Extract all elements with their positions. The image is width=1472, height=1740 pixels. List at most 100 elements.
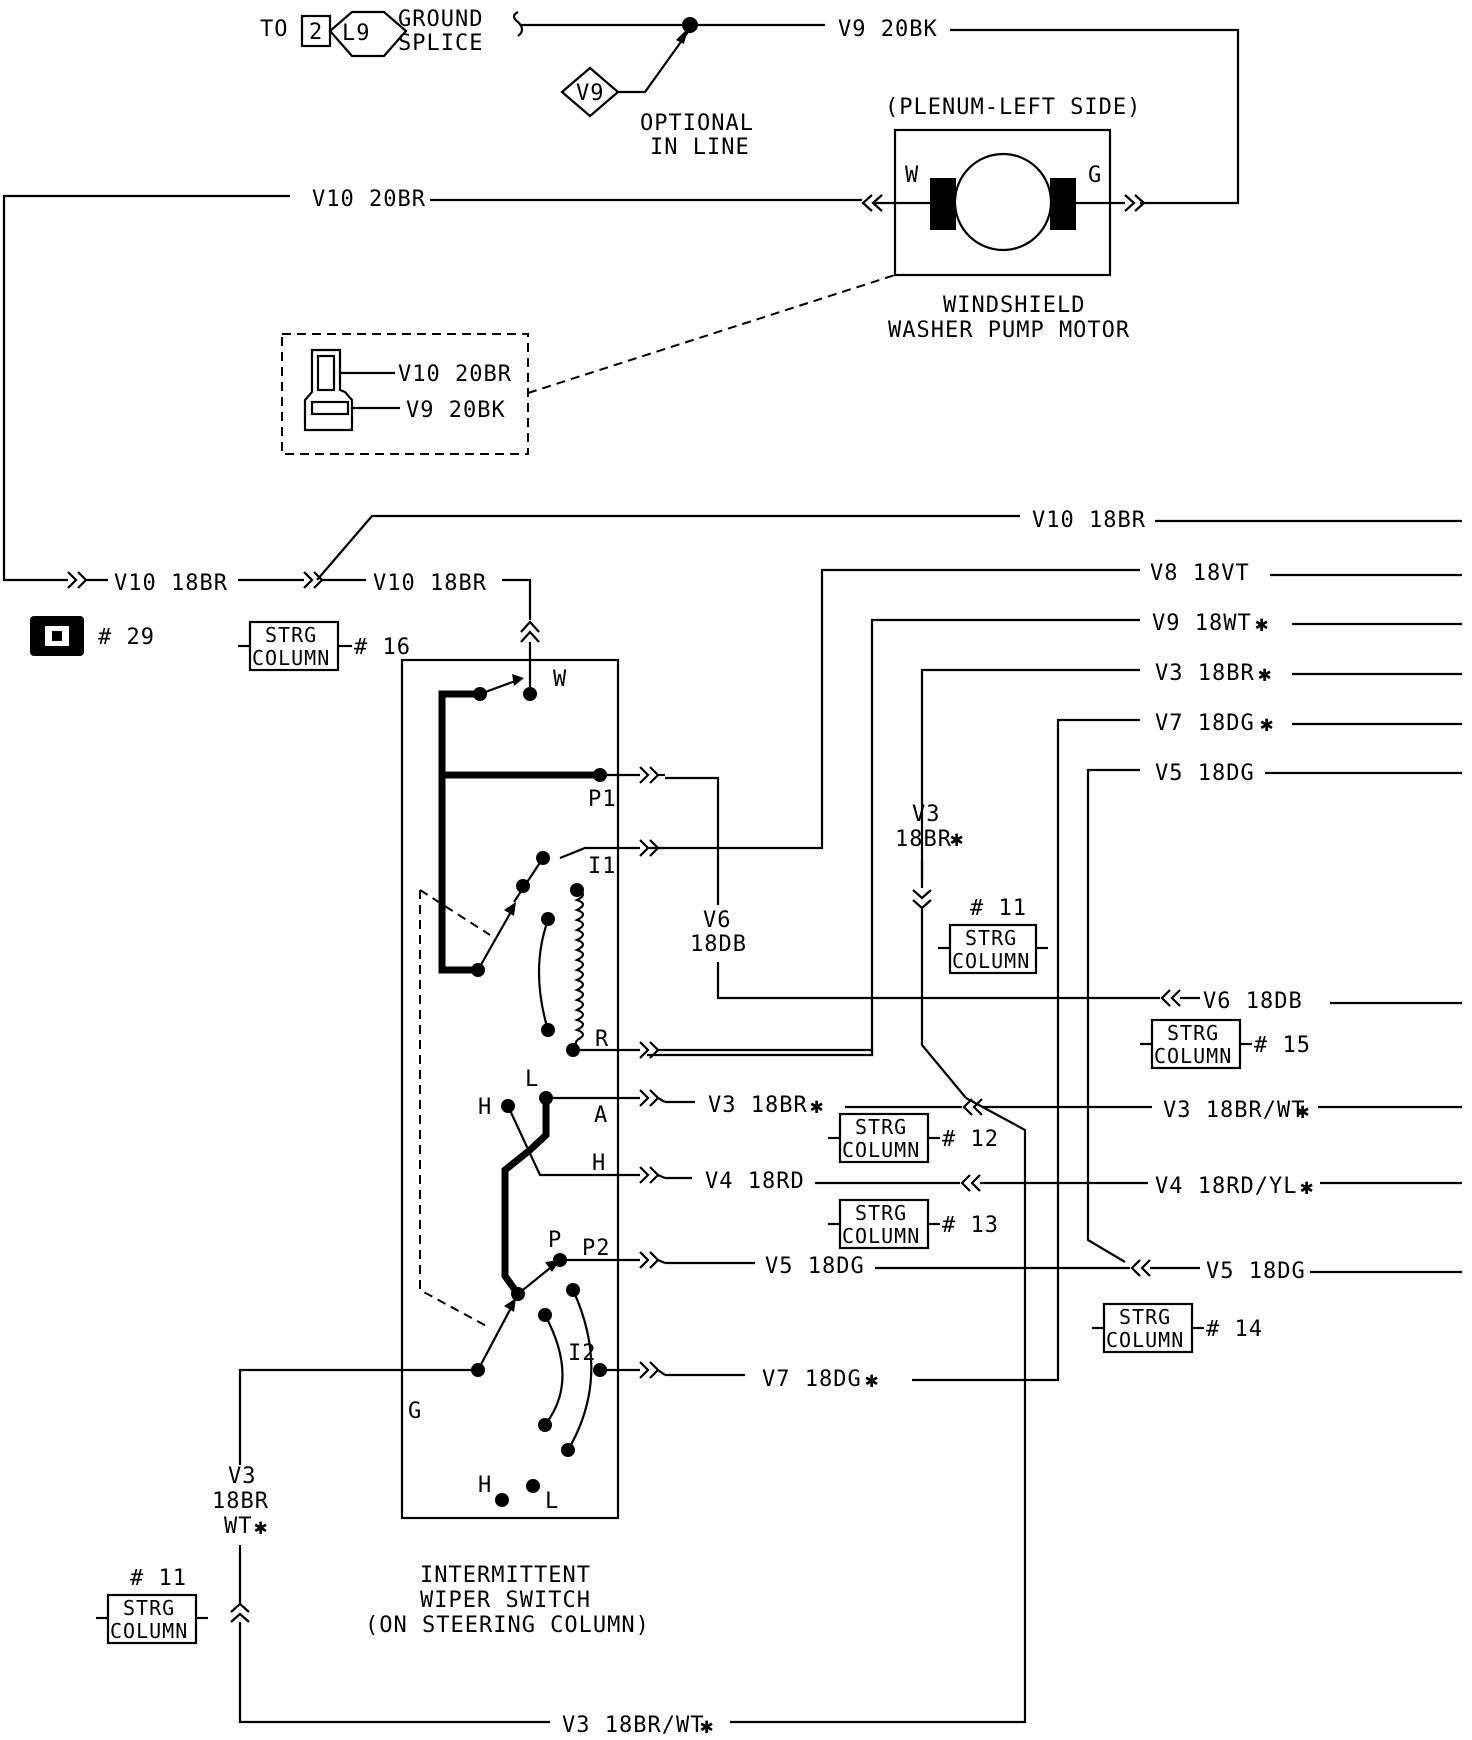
connector-v6 xyxy=(1160,989,1181,1007)
wire-label-v10-20br: V10 20BR xyxy=(312,187,426,212)
switch-name-2: WIPER SWITCH xyxy=(420,1588,591,1613)
motor-brush-right xyxy=(1050,178,1076,230)
wire-v7i2-asterisk: ✱ xyxy=(865,1368,879,1393)
terminal-l-top: L xyxy=(525,1067,539,1092)
terminal-i1: I1 xyxy=(588,854,617,879)
connector-v5 xyxy=(1130,1259,1151,1277)
v6-vertical-label-1: V6 xyxy=(703,908,732,933)
wire-v9-asterisk: ✱ xyxy=(1255,612,1269,637)
pump-location: (PLENUM-LEFT SIDE) xyxy=(885,95,1141,120)
strg-column-14: STRG COLUMN # 14 xyxy=(1092,1302,1263,1354)
ground-splice-id: L9 xyxy=(342,21,371,46)
optional-label-1: OPTIONAL xyxy=(640,111,754,136)
svg-text:STRG: STRG xyxy=(123,1596,175,1620)
svg-text:STRG: STRG xyxy=(265,623,317,647)
wire-v7-asterisk: ✱ xyxy=(1260,712,1274,737)
pump-connector-wire-2: V9 20BK xyxy=(406,398,506,423)
mechanical-link-top xyxy=(419,889,491,936)
wire-label-v10-18br-top: V10 18BR xyxy=(1032,508,1146,533)
wire-v7-18dg: V7 18DG ✱ xyxy=(665,1367,1060,1393)
connector-v4 xyxy=(960,1174,981,1192)
svg-text:STRG: STRG xyxy=(855,1115,907,1139)
svg-text:COLUMN: COLUMN xyxy=(842,1224,920,1248)
wire-label-v8-18vt: V8 18VT xyxy=(1150,561,1250,586)
v3-vertical-asterisk: ✱ xyxy=(950,827,964,852)
wire-v10-18br: V10 18BR V10 18BR V10 18BR xyxy=(67,508,1462,697)
pump-connector-outline xyxy=(281,333,529,455)
wire-v3a-asterisk: ✱ xyxy=(810,1094,824,1119)
wiper-switch-box xyxy=(400,658,620,1520)
wire-v5-18dg: V5 18DG V5 18DG xyxy=(665,1254,1462,1284)
wire-v3-18br-top: V3 18BR ✱ xyxy=(920,661,1462,880)
wire-label-v3-18br-wt-bottom: V3 18BR/WT xyxy=(562,1713,704,1738)
svg-text:COLUMN: COLUMN xyxy=(952,949,1030,973)
terminal-h-top: H xyxy=(478,1095,492,1120)
wire-label-v5-18dg-right: V5 18DG xyxy=(1206,1259,1306,1284)
strg-column-14-ref: # 14 xyxy=(1206,1317,1263,1342)
strg-column-11-bottom-ref: # 11 xyxy=(130,1566,187,1591)
connector-g-symbol xyxy=(1124,194,1146,212)
connector-v3-vertical xyxy=(912,889,932,910)
svg-text:COLUMN: COLUMN xyxy=(252,646,330,670)
pump-terminal-g: G xyxy=(1088,163,1102,188)
wire-label-v10-18br-mid: V10 18BR xyxy=(373,571,487,596)
optional-label-2: IN LINE xyxy=(650,135,750,160)
wire-label-v6-18db: V6 18DB xyxy=(1203,989,1303,1014)
wire-v3-vertical: V3 18BR ✱ xyxy=(895,802,967,1099)
pump-connector-pin-1 xyxy=(316,354,336,392)
contact-arc-i2 xyxy=(567,1289,593,1451)
optional-splice-id: V9 xyxy=(576,81,605,106)
strg-column-11-top: # 11 STRG COLUMN xyxy=(938,896,1048,975)
wire-v3wt-asterisk: ✱ xyxy=(1296,1099,1310,1124)
v3-left-asterisk: ✱ xyxy=(254,1515,268,1540)
wire-label-v5-18dg-top: V5 18DG xyxy=(1155,761,1255,786)
ground-circuit-number: 2 xyxy=(309,20,323,45)
contact-arc-lower xyxy=(544,1314,564,1426)
pump-name-1: WINDSHIELD xyxy=(943,293,1085,318)
wire-v4-18rd: V4 18RD V4 18RD/YL ✱ xyxy=(665,1169,1462,1200)
terminal-w: W xyxy=(553,667,567,692)
wire-v7-18dg-top: V7 18DG ✱ xyxy=(1056,711,1462,1375)
ground-splice: TO 2 L9 GROUND SPLICE xyxy=(260,7,524,58)
pump-connector: V10 20BR V9 20BK xyxy=(281,274,896,455)
connector-v10-mid xyxy=(303,571,324,589)
ground-label-1: GROUND xyxy=(398,7,483,32)
wire-v3-18br-a: V3 18BR ✱ V3 18BR/WT ✱ xyxy=(665,1093,1462,1124)
switch-lower-bus xyxy=(501,1098,550,1297)
connector-w-symbol xyxy=(861,194,883,212)
wire-label-v10-18br-left: V10 18BR xyxy=(114,571,228,596)
terminal-p1: P1 xyxy=(588,787,617,812)
v3-vertical-label-2: 18BR xyxy=(895,827,952,852)
ground-splice-symbol xyxy=(328,10,408,58)
splice-dot xyxy=(682,17,698,33)
ground-to-label: TO xyxy=(260,17,289,42)
terminal-l-bottom: L xyxy=(545,1489,559,1514)
terminal-g: G xyxy=(408,1399,422,1424)
wiper-switch: W P1 I1 xyxy=(365,658,874,1638)
optional-splice: V9 OPTIONAL IN LINE xyxy=(560,28,754,160)
wire-label-v3-18br-wt-right: V3 18BR/WT xyxy=(1163,1098,1305,1123)
wire-v3-asterisk: ✱ xyxy=(1258,662,1272,687)
wire-label-v5-18dg-p2: V5 18DG xyxy=(765,1254,865,1279)
svg-text:COLUMN: COLUMN xyxy=(110,1619,188,1643)
svg-text:STRG: STRG xyxy=(855,1201,907,1225)
wire-label-v9-20bk: V9 20BK xyxy=(838,17,938,42)
switch-name-3: (ON STEERING COLUMN) xyxy=(365,1613,650,1638)
terminal-r: R xyxy=(595,1027,609,1052)
connector-v10-switch xyxy=(520,620,540,643)
wire-v9-20bk: V9 20BK xyxy=(520,17,1240,205)
wire-v3bottom-asterisk: ✱ xyxy=(700,1714,714,1739)
terminal-h-out: H xyxy=(592,1151,606,1176)
pump-connector-pin-2 xyxy=(310,400,350,416)
svg-text:COLUMN: COLUMN xyxy=(1154,1044,1232,1068)
contact-arc-upper xyxy=(537,919,550,1031)
svg-text:STRG: STRG xyxy=(965,926,1017,950)
wire-v4-asterisk: ✱ xyxy=(1300,1175,1314,1200)
strg-column-12-ref: # 12 xyxy=(942,1127,999,1152)
strg-column-16-ref: # 16 xyxy=(354,635,411,660)
intermittent-coil xyxy=(574,888,585,1041)
mechanical-link-left xyxy=(419,890,491,1329)
strg-column-16: STRG COLUMN # 16 xyxy=(238,620,411,672)
v3-left-label-1: V3 xyxy=(228,1464,257,1489)
terminal-i2: I2 xyxy=(568,1341,597,1366)
